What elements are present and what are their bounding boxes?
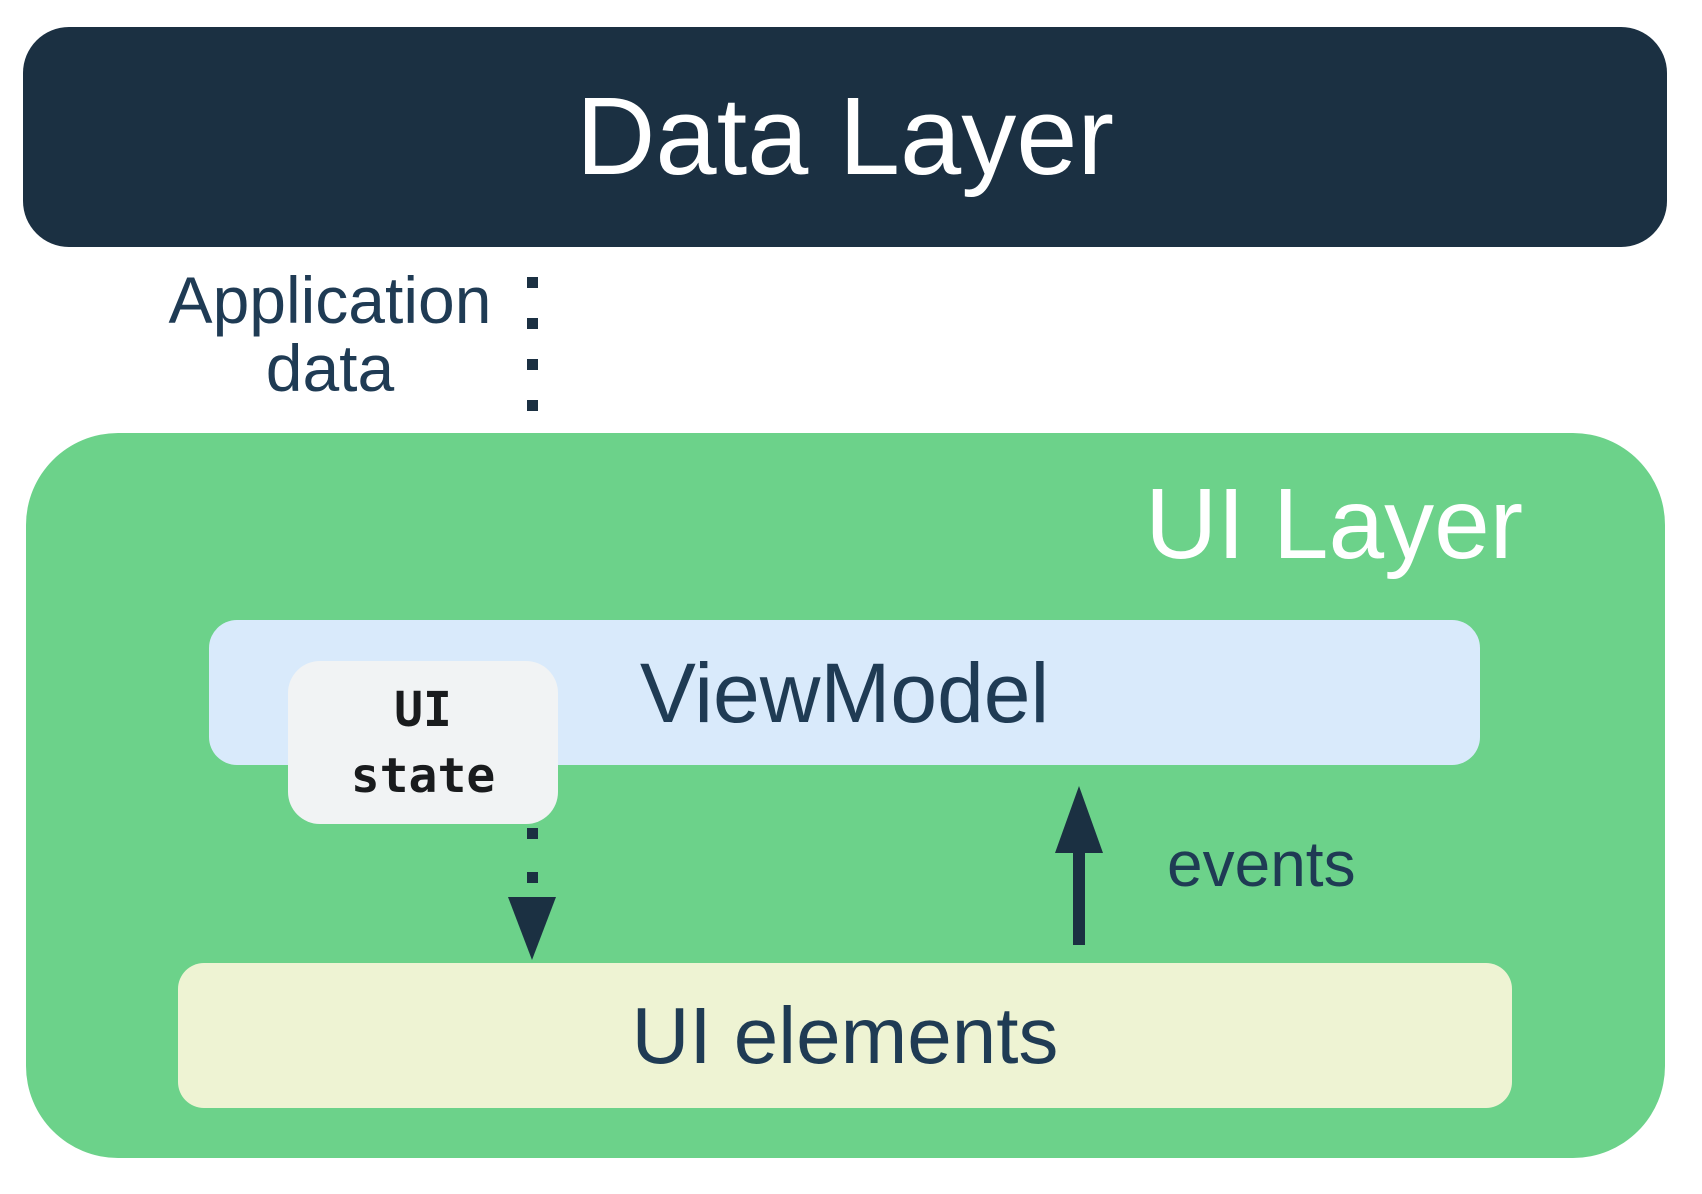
events-arrow-shaft [1073,848,1085,945]
application-data-line1: Application [168,263,492,337]
ui-state-box: UI state [288,661,558,824]
ui-elements-box: UI elements [178,963,1512,1108]
application-data-label: Application data [130,266,530,402]
ui-layer-label: UI Layer [1145,468,1523,580]
ui-state-arrowhead-down-icon [508,897,556,960]
data-layer-label: Data Layer [575,75,1115,198]
ui-state-label-line2: state [350,747,496,804]
events-label: events [1167,828,1356,900]
ui-state-label-line1: UI [394,681,452,738]
app-data-dashed-line [527,277,538,533]
application-data-line2: data [265,331,395,405]
ui-state-dashed-line [527,828,538,884]
data-layer-box: Data Layer [23,27,1667,247]
ui-elements-label: UI elements [631,990,1059,1080]
events-arrowhead-up-icon [1055,786,1103,853]
viewmodel-label: ViewModel [639,645,1050,740]
